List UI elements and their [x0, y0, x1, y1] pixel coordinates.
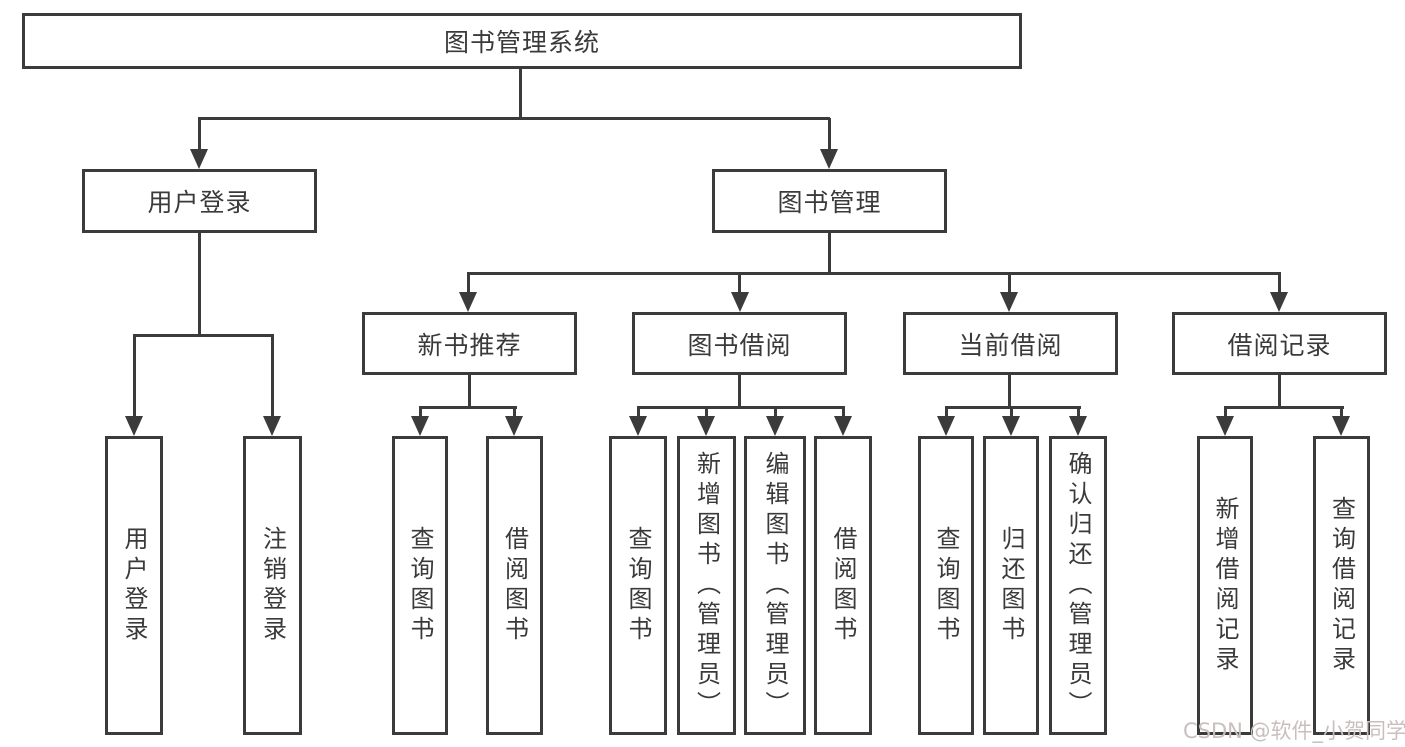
- connector-line: [1008, 375, 1011, 409]
- node-label: 用户登录: [147, 188, 252, 217]
- node-label: 借阅记录: [1227, 330, 1332, 360]
- arrow-down-icon: [263, 336, 281, 436]
- node-borrow-records: 借阅记录: [1172, 312, 1387, 375]
- leaf-label: 查询图书: [932, 525, 960, 646]
- node-label: 图书管理系统: [443, 28, 600, 57]
- leaf-label: 查询图书: [624, 525, 652, 646]
- leaf-label: 用户登录: [120, 525, 148, 646]
- connector-line: [468, 375, 471, 409]
- arrow-down-icon: [697, 407, 715, 436]
- arrow-down-icon: [629, 407, 647, 436]
- node-library-management-system: 图书管理系统: [22, 13, 1022, 69]
- arrow-down-icon: [459, 274, 477, 312]
- arrow-down-icon: [820, 118, 838, 169]
- leaf-add-books-admin: 新增图书（管理员）: [677, 436, 736, 735]
- arrow-down-icon: [1216, 407, 1234, 436]
- leaf-label: 查询借阅记录: [1327, 495, 1356, 676]
- arrow-down-icon: [190, 118, 208, 169]
- arrow-down-icon: [730, 274, 749, 312]
- leaf-user-login: 用户登录: [105, 436, 163, 735]
- leaf-query-books-current: 查询图书: [918, 436, 974, 735]
- connector-line: [198, 117, 830, 120]
- node-label: 当前借阅: [958, 330, 1063, 360]
- connector-line: [636, 406, 845, 409]
- node-new-book-recommend: 新书推荐: [362, 312, 577, 375]
- arrow-down-icon: [834, 407, 852, 436]
- leaf-borrow-books-recommend: 借阅图书: [486, 436, 543, 735]
- arrow-down-icon: [1000, 274, 1018, 312]
- leaf-label: 归还图书: [997, 525, 1025, 646]
- leaf-label: 新增图书（管理员）: [692, 450, 721, 721]
- connector-line: [519, 69, 522, 119]
- connector-line: [1278, 375, 1281, 409]
- leaf-logout: 注销登录: [243, 436, 302, 735]
- leaf-confirm-return-admin: 确认归还（管理员）: [1049, 436, 1107, 735]
- leaf-label: 注销登录: [258, 525, 287, 646]
- arrow-down-icon: [1270, 274, 1288, 312]
- leaf-label: 编辑图书（管理员）: [761, 450, 789, 721]
- node-label: 图书管理: [777, 188, 882, 217]
- node-label: 图书借阅: [687, 330, 792, 360]
- node-label: 新书推荐: [417, 330, 522, 360]
- node-current-borrow: 当前借阅: [903, 312, 1118, 375]
- leaf-edit-books-admin: 编辑图书（管理员）: [744, 436, 806, 735]
- arrow-down-icon: [1002, 407, 1020, 436]
- csdn-watermark: CSDN @软件_小贺同学: [1183, 719, 1405, 743]
- node-book-borrow: 图书借阅: [632, 312, 847, 375]
- leaf-query-books-borrow: 查询图书: [609, 436, 667, 735]
- leaf-label: 新增借阅记录: [1211, 495, 1239, 676]
- connector-line: [944, 406, 1081, 409]
- connector-line: [418, 406, 517, 409]
- leaf-query-borrow-record: 查询借阅记录: [1313, 436, 1370, 735]
- arrow-down-icon: [411, 407, 429, 436]
- leaf-query-books-recommend: 查询图书: [392, 436, 448, 735]
- leaf-label: 查询图书: [406, 525, 434, 646]
- leaf-add-borrow-record: 新增借阅记录: [1197, 436, 1253, 735]
- arrow-down-icon: [505, 407, 523, 436]
- connector-line: [197, 233, 201, 336]
- leaf-label: 借阅图书: [829, 525, 857, 646]
- node-user-login: 用户登录: [82, 169, 317, 233]
- arrow-down-icon: [766, 407, 784, 436]
- connector-line: [466, 272, 1281, 275]
- connector-line: [132, 334, 274, 337]
- connector-line: [827, 233, 831, 275]
- leaf-return-books: 归还图书: [983, 436, 1039, 735]
- arrow-down-icon: [937, 407, 955, 436]
- connector-line: [1223, 406, 1344, 409]
- connector-line: [738, 375, 741, 409]
- leaf-label: 确认归还（管理员）: [1064, 450, 1092, 721]
- arrow-down-icon: [125, 336, 143, 436]
- arrow-down-icon: [1069, 407, 1087, 436]
- node-book-management: 图书管理: [712, 169, 947, 233]
- leaf-borrow-books: 借阅图书: [814, 436, 872, 735]
- arrow-down-icon: [1332, 407, 1350, 436]
- leaf-label: 借阅图书: [500, 525, 529, 646]
